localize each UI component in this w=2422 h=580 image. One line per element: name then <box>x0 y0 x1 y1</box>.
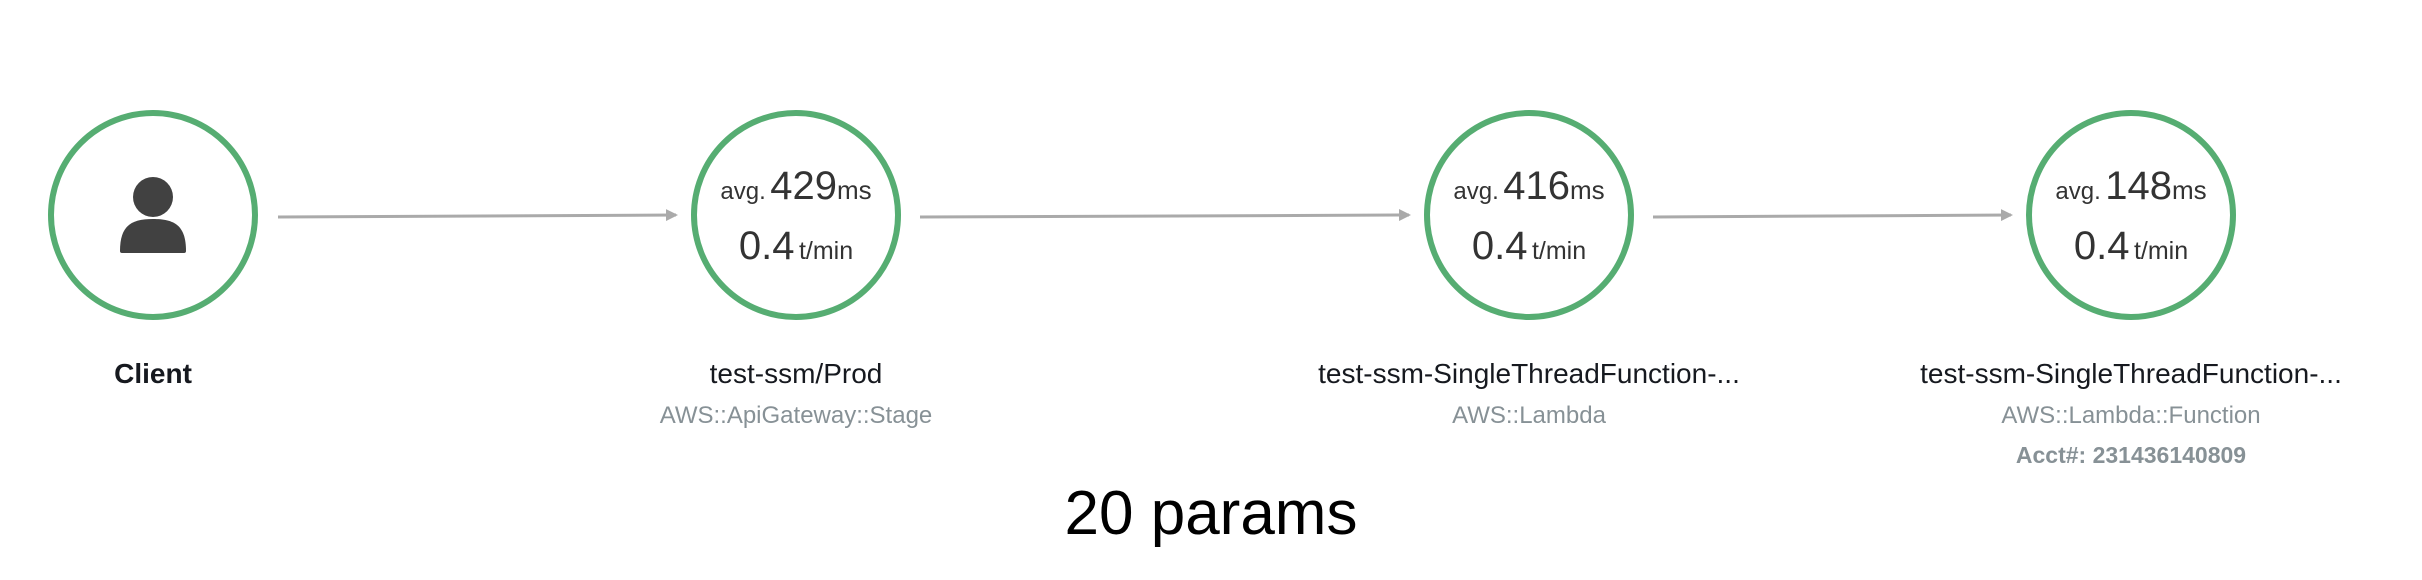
avg-latency: avg. 416ms <box>1453 164 1605 208</box>
node-lambda-function[interactable]: avg. 148ms 0.4 t/min <box>2026 110 2236 320</box>
node-name: test-ssm-SingleThreadFunction-... <box>1318 358 1740 389</box>
avg-latency: avg. 148ms <box>2055 164 2207 208</box>
throughput: 0.4 t/min <box>1471 224 1587 268</box>
edge-client-to-apigateway[interactable] <box>277 209 678 222</box>
node-lambda-function-label: test-ssm-SingleThreadFunction-... AWS::L… <box>1871 358 2391 469</box>
node-lambda-label: test-ssm-SingleThreadFunction-... AWS::L… <box>1269 358 1789 430</box>
node-apigateway[interactable]: avg. 429ms 0.4 t/min <box>691 110 901 320</box>
node-type: AWS::Lambda::Function <box>2001 402 2261 429</box>
node-type: AWS::Lambda <box>1452 402 1606 429</box>
edge-lambda-to-function[interactable] <box>1652 209 2013 222</box>
account-id: Acct#: 231436140809 <box>2015 442 2247 468</box>
throughput: 0.4 t/min <box>738 224 854 268</box>
node-type: AWS::ApiGateway::Stage <box>659 402 933 429</box>
throughput: 0.4 t/min <box>2073 224 2189 268</box>
user-icon <box>120 177 186 253</box>
edge-apigateway-to-lambda[interactable] <box>919 209 1411 222</box>
node-name: test-ssm/Prod <box>709 358 883 389</box>
node-name: test-ssm-SingleThreadFunction-... <box>1920 358 2342 389</box>
node-client[interactable] <box>48 110 258 320</box>
params-caption: 20 params <box>1064 479 1358 548</box>
node-client-label: Client <box>0 358 413 390</box>
avg-latency: avg. 429ms <box>720 164 872 208</box>
node-lambda[interactable]: avg. 416ms 0.4 t/min <box>1424 110 1634 320</box>
node-apigateway-label: test-ssm/Prod AWS::ApiGateway::Stage <box>536 358 1056 430</box>
node-name: Client <box>114 358 192 389</box>
